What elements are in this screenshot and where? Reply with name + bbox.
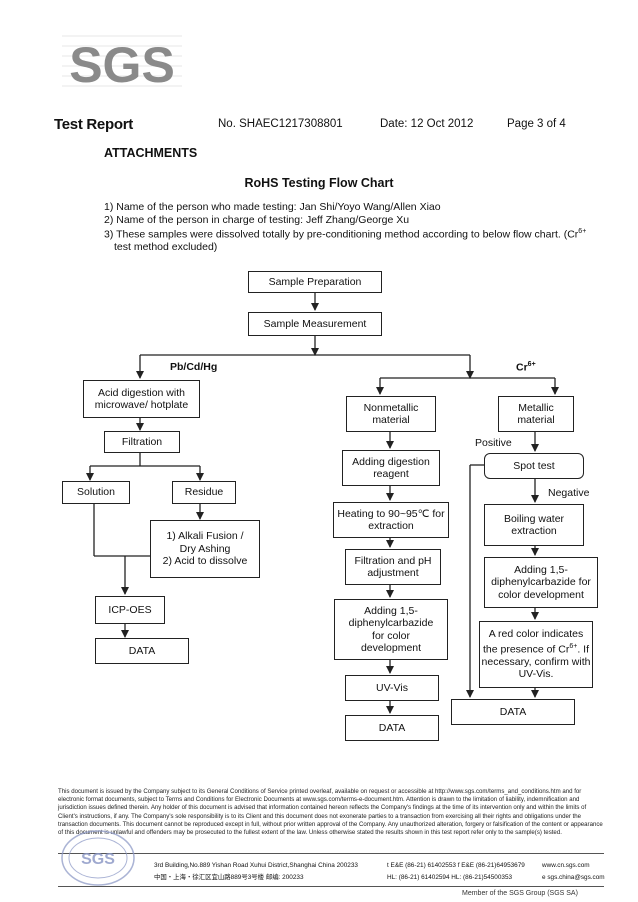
branch-label-cr6: Cr6+	[516, 361, 536, 374]
uv-vis-box: UV-Vis	[345, 675, 439, 701]
red-color-box: A red color indicates the presence of Cr…	[479, 621, 593, 688]
footer-divider	[58, 853, 604, 854]
boiling-water-box: Boiling water extraction	[484, 504, 584, 546]
positive-label: Positive	[475, 437, 512, 449]
solution-box: Solution	[62, 481, 130, 504]
footer-phones: t E&E (86-21) 61402553 f E&E (86-21)6495…	[387, 862, 525, 881]
sample-measurement-box: Sample Measurement	[248, 312, 382, 336]
residue-box: Residue	[172, 481, 236, 504]
icp-oes-box: ICP-OES	[95, 596, 165, 624]
report-title: Test Report	[54, 116, 133, 133]
note-line-2: 2) Name of the person in charge of testi…	[104, 213, 410, 226]
attachments-heading: ATTACHMENTS	[104, 146, 198, 160]
footer-disclaimer: This document is issued by the Company s…	[58, 788, 603, 837]
page-number: Page 3 of 4	[507, 118, 566, 130]
adding-dpc-mid-box: Adding 1,5-diphenylcarbazide for color d…	[334, 599, 448, 660]
note-line-4: test method excluded)	[114, 241, 218, 253]
report-number: No. SHAEC1217308801	[218, 118, 343, 130]
footer-address: 3rd Building,No.889 Yishan Road Xuhui Di…	[154, 862, 358, 881]
data-left-box: DATA	[95, 638, 189, 664]
svg-text:SGS: SGS	[81, 851, 115, 868]
acid-digestion-box: Acid digestion with microwave/ hotplate	[83, 380, 200, 418]
report-date: Date: 12 Oct 2012	[380, 118, 474, 130]
data-right-box: DATA	[451, 699, 575, 725]
sample-preparation-box: Sample Preparation	[248, 271, 382, 293]
footer-divider-bottom	[58, 886, 604, 887]
negative-label: Negative	[548, 487, 590, 499]
sgs-logo: SGS	[58, 30, 186, 92]
notes: 1) Name of the person who made testing: …	[104, 201, 604, 254]
data-mid-box: DATA	[345, 715, 439, 741]
filtration-box: Filtration	[104, 431, 180, 453]
heating-box: Heating to 90~95℃ for extraction	[333, 502, 449, 538]
footer-member: Member of the SGS Group (SGS SA)	[462, 890, 578, 897]
logo-text: SGS	[69, 37, 175, 92]
flow-chart-title: RoHS Testing Flow Chart	[244, 176, 394, 190]
metallic-box: Metallic material	[498, 396, 574, 432]
filtration-ph-box: Filtration and pH adjustment	[345, 549, 441, 585]
adding-digestion-box: Adding digestion reagent	[342, 450, 440, 486]
spot-test-box: Spot test	[484, 453, 584, 479]
footer-web: www.cn.sgs.com e sgs.china@sgs.com	[542, 862, 605, 881]
note-line-1: 1) Name of the person who made testing: …	[104, 201, 441, 213]
sgs-seal-stamp: SGS	[61, 830, 135, 886]
branch-label-pb-cd-hg: Pb/Cd/Hg	[170, 361, 218, 373]
adding-dpc-right-box: Adding 1,5-diphenylcarbazide for color d…	[484, 557, 598, 608]
note-line-3: 3) These samples were dissolved totally …	[104, 228, 587, 241]
nonmetallic-box: Nonmetallic material	[346, 396, 436, 432]
